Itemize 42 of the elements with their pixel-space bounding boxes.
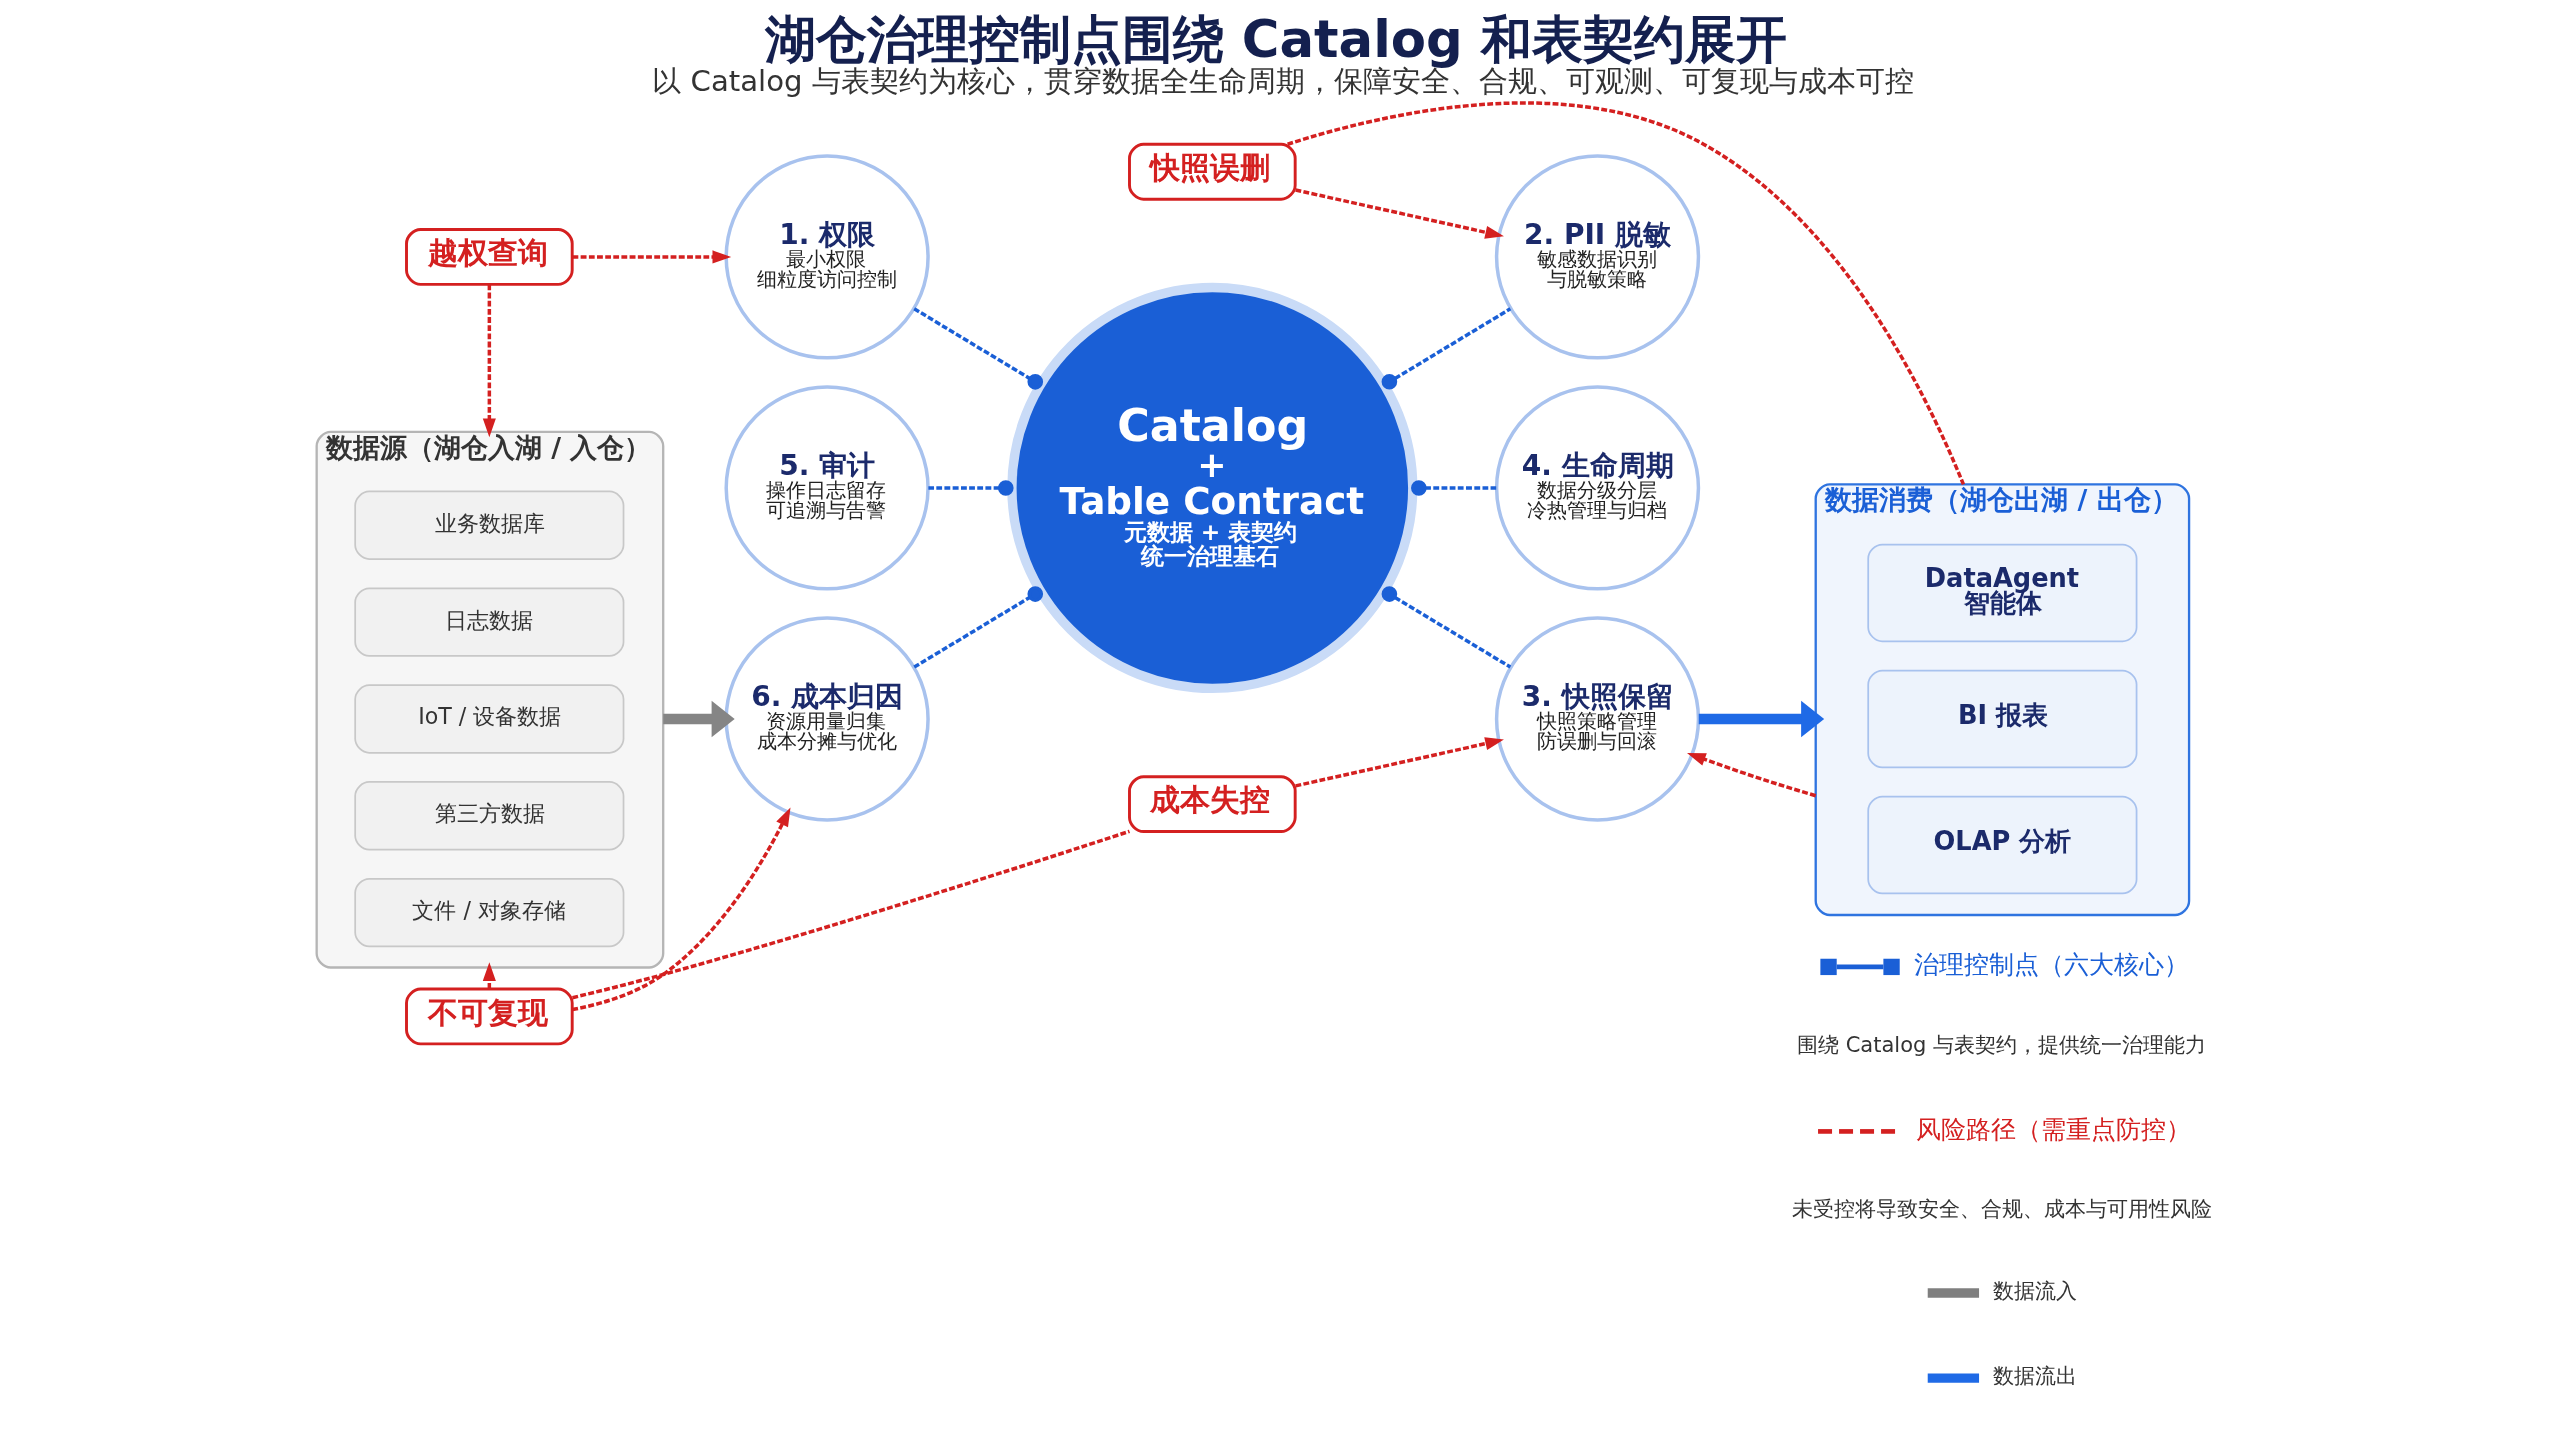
connector <box>1411 480 1497 496</box>
node-box: 日志数据 <box>354 587 625 657</box>
connector <box>1381 307 1512 390</box>
node-box: BI 报表 <box>1867 669 2138 769</box>
label: 围绕 Catalog 与表契约，提供统一治理能力 <box>1797 1032 2207 1057</box>
connector <box>1287 101 1966 486</box>
arrow <box>482 962 496 989</box>
node-circle: 6. 成本归因 资源用量归集 成本分摊与优化 <box>724 616 930 822</box>
connector <box>1381 586 1512 669</box>
node-box: 文件 / 对象存储 <box>354 877 625 948</box>
node-box: DataAgent 智能体 <box>1867 543 2138 643</box>
connector <box>913 307 1044 390</box>
node-box: 不可复现 <box>405 987 574 1046</box>
arrow <box>1295 737 1504 788</box>
node-box: OLAP 分析 <box>1867 795 2138 895</box>
node-circle: 2. PII 脱敏 敏感数据识别 与脱敏策略 <box>1494 154 1701 360</box>
arrow <box>572 807 791 1012</box>
arrow <box>572 250 732 264</box>
arrow <box>1295 188 1504 239</box>
node-box: 第三方数据 <box>354 781 625 851</box>
node-box: 成本失控 <box>1128 775 1297 833</box>
connector <box>913 586 1044 669</box>
legend-label: 数据流出 <box>1993 1364 2078 1389</box>
node-box: 业务数据库 <box>354 490 625 560</box>
arrow <box>1687 752 1817 798</box>
node-circle: 4. 生命周期 数据分级分层 冷热管理与归档 <box>1494 385 1701 591</box>
node-box: 越权查询 <box>405 228 574 286</box>
node-circle: 3. 快照保留 快照策略管理 防误删与回滚 <box>1494 616 1701 822</box>
label: 未受控将导致安全、合规、成本与可用性风险 <box>1791 1197 2212 1222</box>
legend-label: 风险路径（需重点防控） <box>1916 1114 2192 1144</box>
arrow <box>663 700 735 738</box>
arrow <box>1698 700 1825 738</box>
node-circle: Catalog + Table Contract 元数据 + 表契约 统一治理基石 <box>1007 282 1418 694</box>
node-circle: 1. 权限 最小权限 细粒度访问控制 <box>724 154 930 360</box>
node-box: 快照误删 <box>1128 142 1297 201</box>
node-circle: 5. 审计 操作日志留存 可追溯与告警 <box>724 385 930 591</box>
arrow <box>482 284 496 438</box>
connector <box>572 829 1131 1000</box>
node-box: IoT / 设备数据 <box>354 684 625 754</box>
legend-label: 治理控制点（六大核心） <box>1913 950 2189 980</box>
connector <box>928 480 1014 496</box>
legend-label: 数据流入 <box>1993 1279 2078 1304</box>
